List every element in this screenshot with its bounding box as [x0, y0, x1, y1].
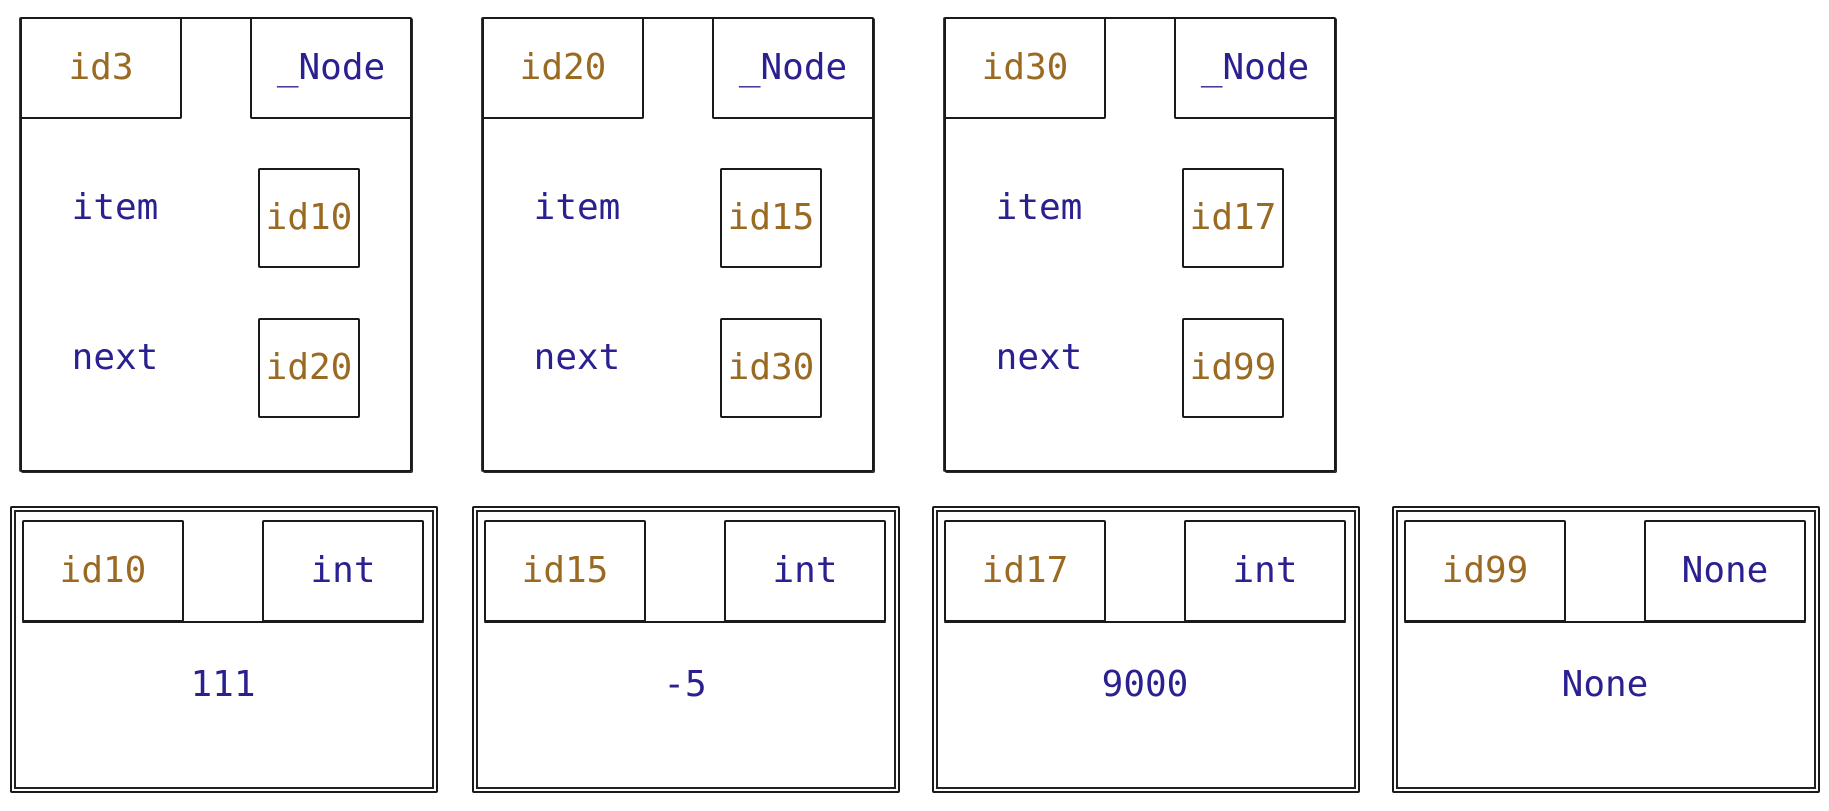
value-id: id17 — [981, 550, 1069, 591]
value-literal: 9000 — [1101, 664, 1189, 705]
attr-ref-box — [258, 318, 360, 418]
value-literal: 111 — [190, 664, 256, 705]
node-id-box — [482, 17, 644, 119]
value-body-line — [944, 621, 1346, 623]
attr-ref-box — [1182, 318, 1284, 418]
attr-name-next: next — [995, 337, 1083, 378]
value-id: id10 — [59, 550, 147, 591]
node-type: _Node — [276, 47, 386, 88]
node-id: id30 — [981, 47, 1069, 88]
attr-ref-next: id99 — [1189, 347, 1277, 388]
value-box — [1392, 506, 1820, 793]
value-type: int — [1232, 550, 1298, 591]
attr-ref-next: id20 — [265, 347, 353, 388]
value-type: None — [1681, 550, 1769, 591]
node-type: _Node — [1200, 47, 1310, 88]
value-id: id99 — [1441, 550, 1529, 591]
value-box — [10, 506, 438, 793]
value-literal: -5 — [663, 664, 707, 705]
node-id-box — [944, 17, 1106, 119]
value-body-line — [1404, 621, 1806, 623]
node-id-box — [20, 17, 182, 119]
node-box — [20, 17, 412, 472]
attr-name-next: next — [71, 337, 159, 378]
node-type-box — [712, 17, 874, 119]
node-type: _Node — [738, 47, 848, 88]
attr-ref-item: id15 — [727, 197, 815, 238]
attr-name-item: item — [995, 187, 1083, 228]
node-box — [944, 17, 1336, 472]
node-type-box — [250, 17, 412, 119]
attr-name-item: item — [71, 187, 159, 228]
value-body-line — [484, 621, 886, 623]
attr-name-next: next — [533, 337, 621, 378]
attr-ref-box — [1182, 168, 1284, 268]
attr-ref-item: id10 — [265, 197, 353, 238]
attr-ref-box — [720, 168, 822, 268]
node-id: id3 — [68, 47, 134, 88]
value-body-line — [22, 621, 424, 623]
node-type-box — [1174, 17, 1336, 119]
attr-ref-box — [720, 318, 822, 418]
value-box — [472, 506, 900, 793]
node-id: id20 — [519, 47, 607, 88]
value-type: int — [772, 550, 838, 591]
value-literal: None — [1561, 664, 1649, 705]
attr-name-item: item — [533, 187, 621, 228]
value-id: id15 — [521, 550, 609, 591]
attr-ref-box — [258, 168, 360, 268]
attr-ref-item: id17 — [1189, 197, 1277, 238]
attr-ref-next: id30 — [727, 347, 815, 388]
value-box — [932, 506, 1360, 793]
value-type: int — [310, 550, 376, 591]
node-box — [482, 17, 874, 472]
